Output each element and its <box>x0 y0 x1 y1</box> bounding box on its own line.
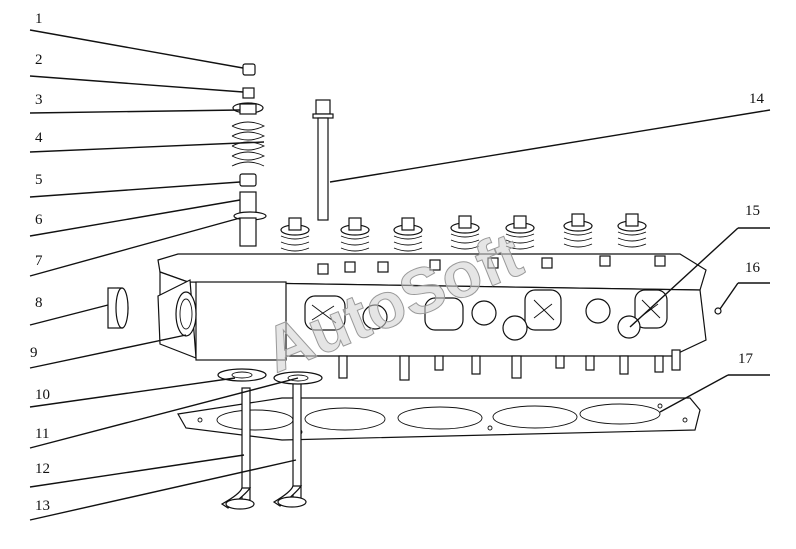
head-bolt <box>312 99 334 221</box>
spring-seat <box>239 173 257 187</box>
cylinder-head-gasket <box>177 397 701 441</box>
valve-guide <box>233 211 267 247</box>
locating-dowel <box>714 307 722 315</box>
callout-7: 7 <box>35 253 43 269</box>
leader-lines <box>29 29 771 521</box>
intake-valve <box>272 379 307 508</box>
valve-spring-row <box>280 213 647 252</box>
callout-15: 15 <box>745 203 760 219</box>
callout-16: 16 <box>745 260 761 276</box>
valve-keeper-cap <box>242 63 256 76</box>
callout-4: 4 <box>35 130 43 146</box>
callout-3: 3 <box>35 92 43 108</box>
exhaust-valve <box>220 387 255 510</box>
callout-8: 8 <box>35 295 43 311</box>
callout-6: 6 <box>35 212 43 228</box>
callout-labels: 1 2 3 4 5 6 7 8 9 10 11 12 13 14 15 16 1… <box>30 11 765 514</box>
valve-collet <box>242 87 255 99</box>
expansion-plug <box>107 287 129 329</box>
valve-seat-washer <box>217 368 267 382</box>
callout-12: 12 <box>35 461 50 477</box>
callout-2: 2 <box>35 52 43 68</box>
callout-5: 5 <box>35 172 43 188</box>
callout-13: 13 <box>35 498 50 514</box>
callout-10: 10 <box>35 387 50 403</box>
callout-9: 9 <box>30 345 38 361</box>
callout-1: 1 <box>35 11 43 27</box>
callout-17: 17 <box>738 351 754 367</box>
callout-14: 14 <box>749 91 765 107</box>
cylinder-head <box>157 213 707 381</box>
valve-spring <box>231 121 266 167</box>
valve-stem-seal <box>239 191 257 215</box>
callout-11: 11 <box>35 426 49 442</box>
spring-retainer <box>232 102 264 115</box>
